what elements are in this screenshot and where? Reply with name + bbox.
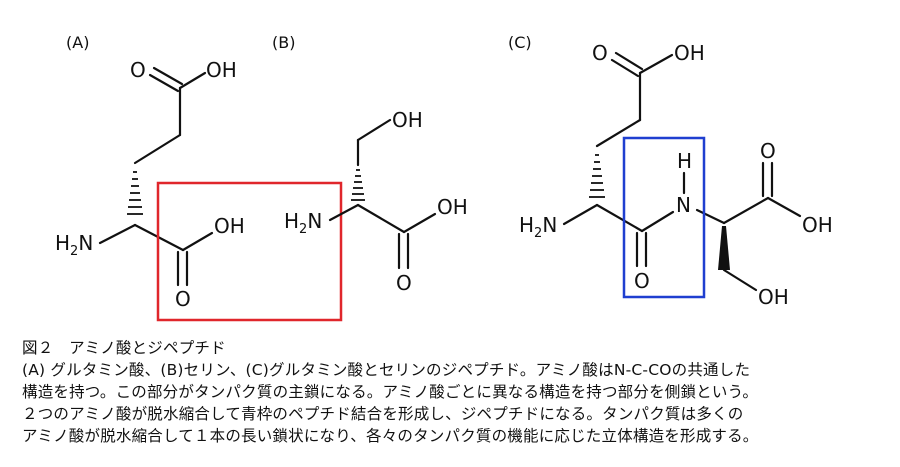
panel-c-acid-oh: OH xyxy=(802,213,833,237)
panel-c-dipeptide: (C) O OH H2N O N H xyxy=(508,33,833,309)
caption-line-2: 構造を持つ。この部分がタンパク質の主鎖になる。アミノ酸ごとに異なる構造を持つ部分… xyxy=(22,383,759,401)
bond xyxy=(181,231,214,252)
panel-a-amine: H2N xyxy=(55,231,93,259)
caption-line-3: ２つのアミノ酸が脱水縮合して青枠のペプチド結合を形成し、ジペプチドになる。タンパ… xyxy=(22,405,744,423)
panel-b-side-oh: OH xyxy=(392,108,423,132)
panel-a-side-oh: OH xyxy=(206,58,237,82)
hashed-bond xyxy=(351,169,365,201)
figure-caption: 図２ アミノ酸とジペプチド (A) グルタミン酸、(B)セリン、(C)グルタミン… xyxy=(22,337,892,447)
panel-a-side-o: O xyxy=(130,58,146,82)
main-chain-highlight-box xyxy=(156,181,343,322)
bond xyxy=(695,208,726,225)
caption-line-1: (A) グルタミン酸、(B)セリン、(C)グルタミン酸とセリンのジペプチド。アミ… xyxy=(22,361,751,379)
bond xyxy=(595,203,644,233)
bond xyxy=(133,133,182,165)
panel-b-amine: H2N xyxy=(284,209,322,237)
panel-c-peptide-h: H xyxy=(677,149,692,173)
peptide-bond-highlight-box xyxy=(622,136,706,299)
panel-b-acid-o: O xyxy=(396,271,412,295)
panel-c-amine: H2N xyxy=(519,213,557,241)
panel-c-label: (C) xyxy=(508,33,532,52)
panel-a-label: (A) xyxy=(66,33,89,52)
hashed-bond xyxy=(127,171,143,215)
panel-c-side-o: O xyxy=(592,41,608,65)
panel-b-serine: (B) OH H2N OH O xyxy=(272,33,468,295)
bond xyxy=(148,73,180,93)
bond xyxy=(614,51,644,71)
bond xyxy=(178,71,207,90)
caption-line-4: アミノ酸が脱水縮合して１本の長い鎖状になり、各々のタンパク質の機能に応じた立体構… xyxy=(22,427,759,445)
bond xyxy=(610,58,640,78)
panel-a-glutamic-acid: (A) O OH H2N OH O xyxy=(55,33,245,311)
bond xyxy=(638,53,674,75)
bond xyxy=(328,203,360,222)
hashed-bond xyxy=(589,154,605,198)
panel-c-peptide-o: O xyxy=(634,269,650,293)
bond xyxy=(356,203,406,234)
panel-c-side-oh: OH xyxy=(674,41,705,65)
amino-acid-figure: (A) O OH H2N OH O (B) xyxy=(55,33,833,322)
panel-c-acid-o: O xyxy=(760,139,776,163)
panel-b-label: (B) xyxy=(272,33,295,52)
panel-a-alpha-o: O xyxy=(175,287,191,311)
bond xyxy=(562,203,599,226)
panel-c-serine-oh: OH xyxy=(758,285,789,309)
bond xyxy=(356,118,392,142)
bond xyxy=(766,196,802,218)
bond xyxy=(595,118,642,148)
bond xyxy=(640,210,675,233)
bond xyxy=(402,212,437,234)
panel-a-alpha-oh: OH xyxy=(214,214,245,238)
bond xyxy=(98,223,137,245)
bond xyxy=(722,196,770,225)
wedge-bond xyxy=(718,226,730,270)
bond xyxy=(722,268,758,292)
panel-b-acid-oh: OH xyxy=(437,195,468,219)
bond xyxy=(152,66,184,86)
panel-c-peptide-n: N xyxy=(676,193,691,217)
caption-title: 図２ アミノ酸とジペプチド xyxy=(22,339,226,357)
